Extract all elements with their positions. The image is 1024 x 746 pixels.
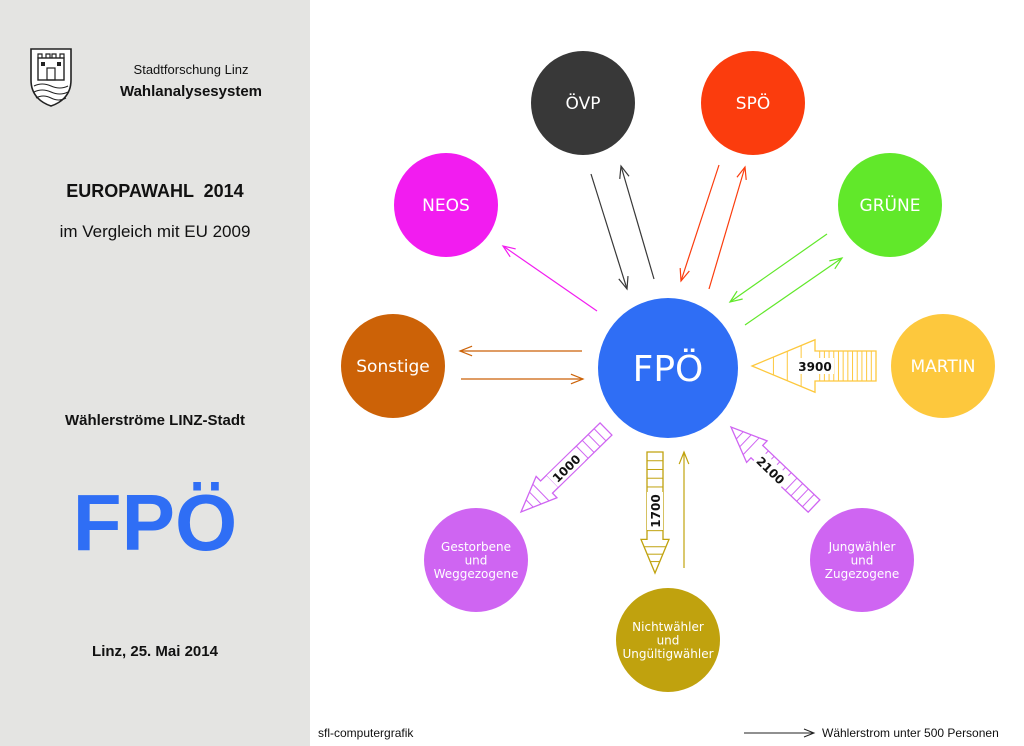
node-gestorbene-circle [424, 508, 528, 612]
flow-label-gestorbene: 1000 [546, 449, 586, 487]
node-sonstige-circle [341, 314, 445, 418]
party-heading: FPÖ [72, 478, 238, 567]
flow-fpoe-to-gruene [744, 257, 844, 326]
node-martin-circle [891, 314, 995, 418]
node-gruene: GRÜNE [838, 153, 942, 257]
node-oevp-circle [531, 51, 635, 155]
flow-fpoe-to-spoe [708, 165, 747, 290]
node-spoe-label: SPÖ [736, 92, 770, 114]
node-oevp-label: ÖVP [566, 92, 601, 114]
node-spoe-circle [701, 51, 805, 155]
center-node-fpoe-circle [598, 298, 738, 438]
comparison-subtitle: im Vergleich mit EU 2009 [59, 222, 251, 241]
node-gestorbene-label: Gestorbene [441, 540, 511, 554]
analysis-subtitle: Wählerströme LINZ-Stadt [64, 412, 245, 429]
node-gruene-label: GRÜNE [860, 194, 921, 216]
coat-of-arms-icon [30, 48, 72, 107]
node-gestorbene-label: und [465, 553, 488, 567]
node-martin-label: MARTIN [911, 357, 976, 377]
flow-fpoe-to-neos [501, 245, 598, 312]
flow-gruene-to-fpoe [728, 233, 828, 303]
node-jungwaehler-label: Jungwähler [828, 540, 896, 554]
flow-nichtwaehler-to-fpoe [678, 450, 690, 568]
nodes: FPÖ ÖVP SPÖ GRÜNE MARTIN NEOS SonstigeGestorbe… [341, 51, 995, 692]
node-nichtwaehler-label: und [657, 633, 680, 647]
center-node-fpoe-label: FPÖ [633, 348, 704, 390]
flow-fpoe-to-sonstige [458, 345, 582, 357]
flow-oevp-to-fpoe [590, 173, 629, 291]
election-title: EUROPAWAHL 2014 [66, 181, 244, 201]
flow-spoe-to-fpoe [679, 164, 720, 283]
node-nichtwaehler-circle [616, 588, 720, 692]
flow-sonstige-to-fpoe [461, 373, 585, 385]
node-neos-label: NEOS [422, 196, 470, 216]
node-jungwaehler-circle [810, 508, 914, 612]
org-name: Stadtforschung Linz [133, 62, 249, 77]
node-neos: NEOS [394, 153, 498, 257]
sidebar: Stadtforschung Linz Wahlanalysesystem EU… [0, 0, 310, 746]
flow-fpoe-to-oevp [619, 164, 655, 280]
flow-label-nichtwaehler: 1700 [647, 492, 663, 530]
node-jungwaehler-label: Zugezogene [825, 567, 899, 581]
node-nichtwaehler-label: Nichtwähler [632, 620, 704, 634]
node-sonstige-label: Sonstige [356, 357, 429, 377]
credit-label: sfl-computergrafik [318, 726, 414, 740]
center-node-fpoe: FPÖ [598, 298, 738, 438]
system-name: Wahlanalysesystem [119, 83, 263, 100]
node-spoe: SPÖ [701, 51, 805, 155]
legend-label: Wählerstrom unter 500 Personen [822, 726, 999, 740]
date-label: Linz, 25. Mai 2014 [92, 643, 218, 660]
node-nichtwaehler-label: Ungültigwähler [622, 647, 713, 661]
flow-value: 1700 [649, 494, 663, 527]
node-gestorbene-label: Weggezogene [434, 567, 519, 581]
legend-arrow-icon [744, 728, 816, 738]
flow-value: 3900 [798, 360, 831, 374]
node-gruene-circle [838, 153, 942, 257]
node-oevp: ÖVP [531, 51, 635, 155]
node-martin: MARTIN [891, 314, 995, 418]
node-neos-circle [394, 153, 498, 257]
flow-label-martin: 3900 [796, 358, 834, 374]
node-jungwaehler-label: und [851, 553, 874, 567]
node-sonstige: Sonstige [341, 314, 445, 418]
